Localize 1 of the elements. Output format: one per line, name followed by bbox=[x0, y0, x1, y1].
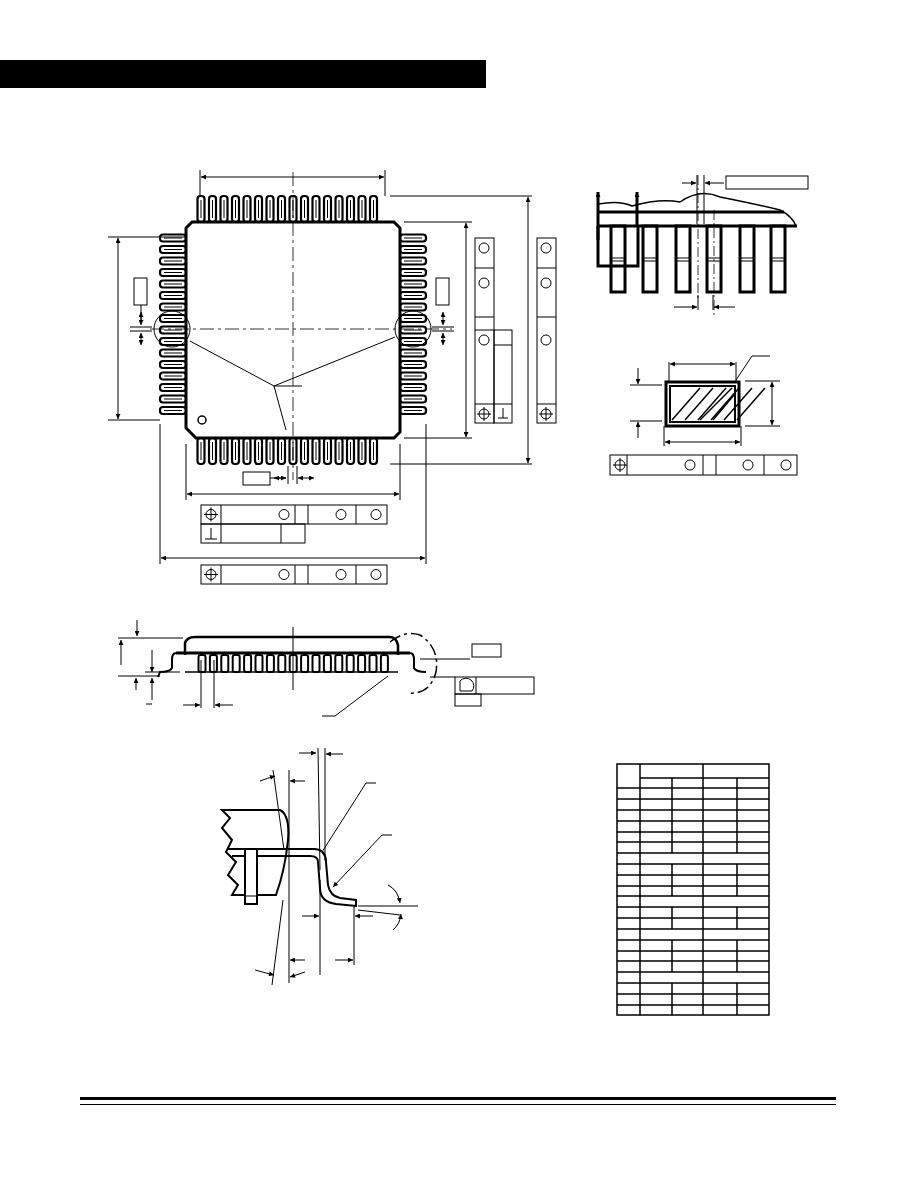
title-bar bbox=[0, 60, 486, 88]
